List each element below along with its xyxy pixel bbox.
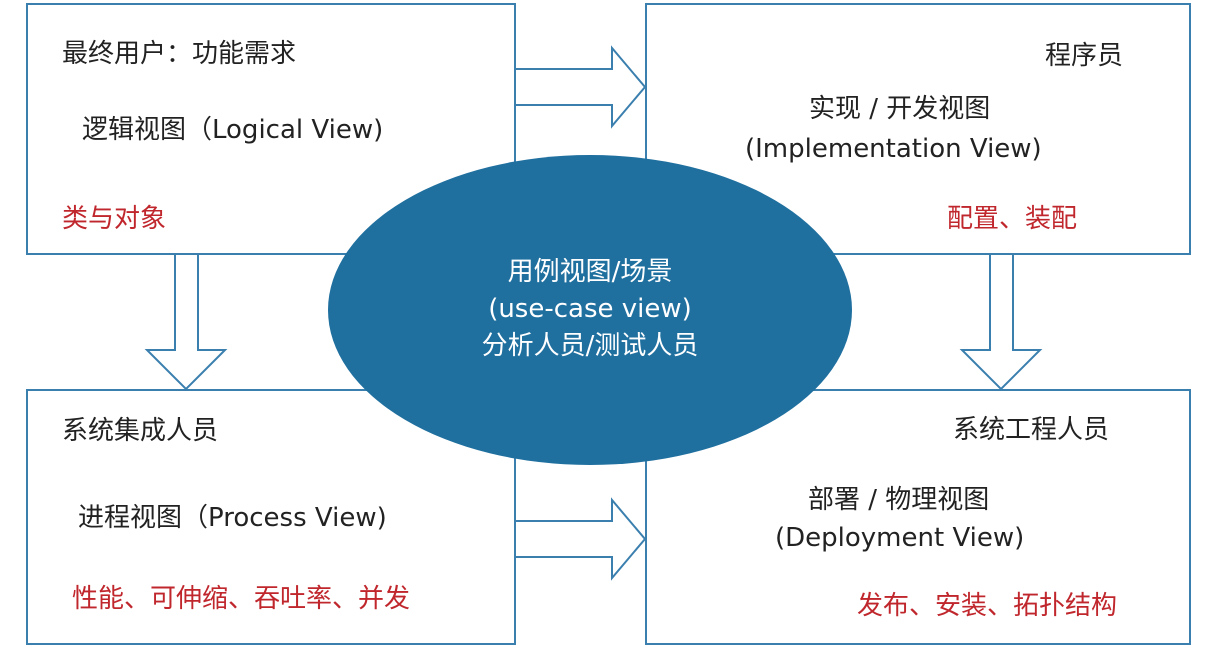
logical-role-label: 最终用户：功能需求: [62, 39, 297, 69]
implementation-view-box: 程序员 实现 / 开发视图 (Implementation View) 配置、装…: [645, 3, 1191, 255]
arrow-implementation-to-deployment: [959, 253, 1043, 391]
process-view-title: 进程视图（Process View): [78, 503, 387, 533]
usecase-roles-line: 分析人员/测试人员: [481, 331, 699, 361]
arrow-logical-to-implementation: [513, 45, 647, 129]
usecase-title-line2: (use-case view): [488, 294, 692, 324]
arrow-process-to-deployment: [513, 497, 647, 581]
process-concern-label: 性能、可伸缩、吞吐率、并发: [72, 584, 411, 614]
implementation-view-title-line2: (Implementation View): [745, 134, 1042, 164]
deployment-view-title-line1: 部署 / 物理视图: [808, 485, 990, 515]
deployment-concern-label: 发布、安装、拓扑结构: [857, 591, 1118, 621]
arrow-logical-to-process: [144, 253, 228, 391]
deployment-view-title-line2: (Deployment View): [775, 523, 1025, 553]
logical-view-title: 逻辑视图（Logical View): [82, 115, 384, 145]
logical-view-box: 最终用户：功能需求 逻辑视图（Logical View) 类与对象: [26, 3, 516, 255]
logical-concern-label: 类与对象: [62, 204, 167, 234]
implementation-concern-label: 配置、装配: [947, 204, 1078, 234]
usecase-ellipse: [328, 155, 852, 465]
process-role-label: 系统集成人员: [62, 416, 219, 446]
implementation-role-label: 程序员: [1045, 41, 1124, 71]
deployment-role-label: 系统工程人员: [953, 415, 1110, 445]
usecase-title-line1: 用例视图/场景: [507, 257, 673, 287]
implementation-view-title-line1: 实现 / 开发视图: [809, 94, 991, 124]
